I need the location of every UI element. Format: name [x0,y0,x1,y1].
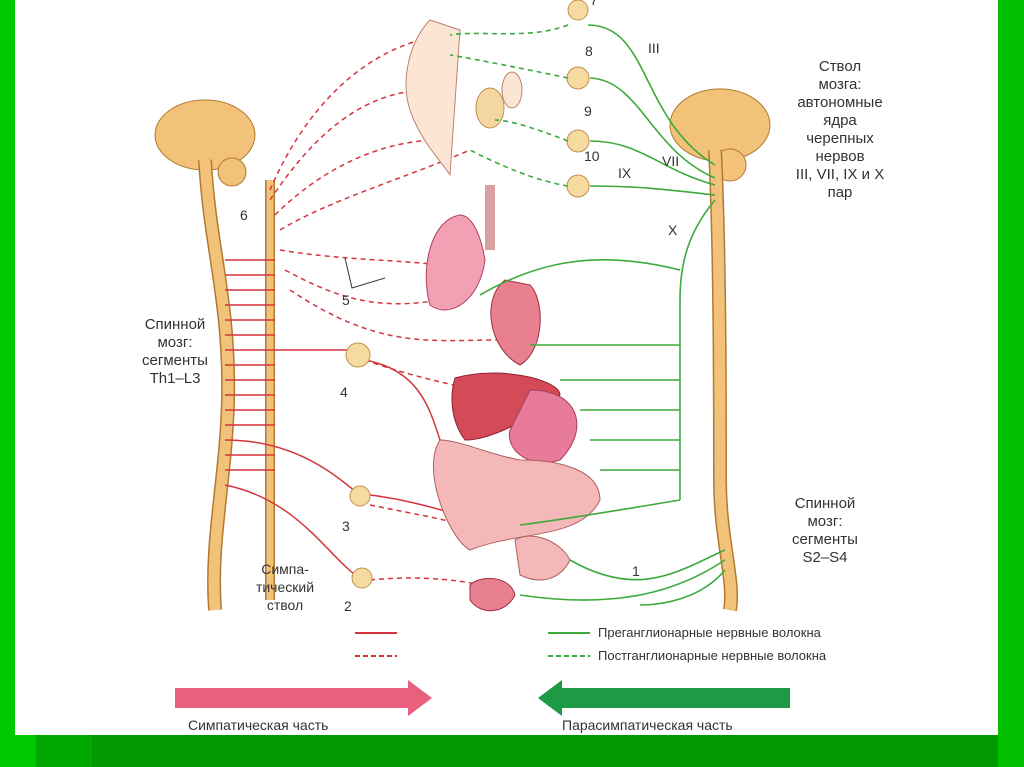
nerve-IX-label: IX [618,165,632,181]
heart [490,279,541,366]
nerve-III-label: III [648,40,660,56]
legend-preganglionic: Преганглионарные нервные волокна [598,625,821,640]
label-line: Ствол [818,58,862,75]
parasympathetic-postganglionic-fibers [449,24,569,187]
label-line: сегменты [142,352,208,369]
label-line: мозга: [818,76,862,93]
label-line: Симпа- [261,561,309,577]
label-line: Th1–L3 [149,370,201,387]
label-line: сегменты [792,531,858,548]
number-4: 4 [340,384,348,400]
label-line: III, VII, IX и X [795,166,885,183]
organs [405,19,601,612]
legend-postganglionic: Постганглионарные нервные волокна [598,648,827,663]
label-line: черепных [806,130,874,147]
number-9: 9 [584,103,592,119]
sympathetic-fibers [224,259,461,579]
right-brain-spinal-cord [669,88,771,612]
label-line: мозг: [807,513,843,530]
spinal-sacral-label: Спинной мозг: сегменты S2–S4 [770,495,880,567]
label-line: нервов [815,148,865,165]
number-6: 6 [240,207,248,223]
lung [425,214,486,311]
pointer-5 [344,257,386,289]
sympathetic-arrow [175,680,432,716]
parasympathetic-arrow [538,680,790,716]
label-line: ствол [266,597,304,613]
number-1: 1 [632,563,640,579]
number-3: 3 [342,518,350,534]
label-line: Спинной [794,495,856,512]
left-brain-spinal-cord [154,99,256,611]
label-line: ядра [823,112,857,129]
label-line: Спинной [144,316,206,333]
brainstem-label: Ствол мозга: автономные ядра черепных не… [770,58,910,202]
spinal-thoracic-label: Спинной мозг: сегменты Th1–L3 [125,316,225,388]
stomach [508,389,578,464]
number-5: 5 [342,292,350,308]
parasympathetic-part-label: Парасимпатическая часть [562,717,733,733]
frame-bottom-bar [36,735,92,767]
bladder [469,577,516,612]
parasympathetic-fibers [479,24,726,606]
intestines [432,439,601,551]
ganglia [345,0,590,589]
number-10: 10 [584,148,600,164]
frame-right-bar [998,0,1024,767]
nerve-X-label: X [668,222,678,238]
label-line: S2–S4 [802,549,848,566]
nerve-VII-label: VII [662,153,680,169]
label-line: пар [827,184,853,201]
number-8: 8 [585,43,593,59]
sympathetic-part-label: Симпатическая часть [188,717,329,733]
sympathetic-trunk-label: Симпа- тический ствол [240,560,330,614]
label-line: автономные [797,94,883,111]
number-2: 2 [344,598,352,614]
label-line: мозг: [157,334,193,351]
label-line: тический [255,579,315,595]
number-7: 7 [590,0,598,8]
